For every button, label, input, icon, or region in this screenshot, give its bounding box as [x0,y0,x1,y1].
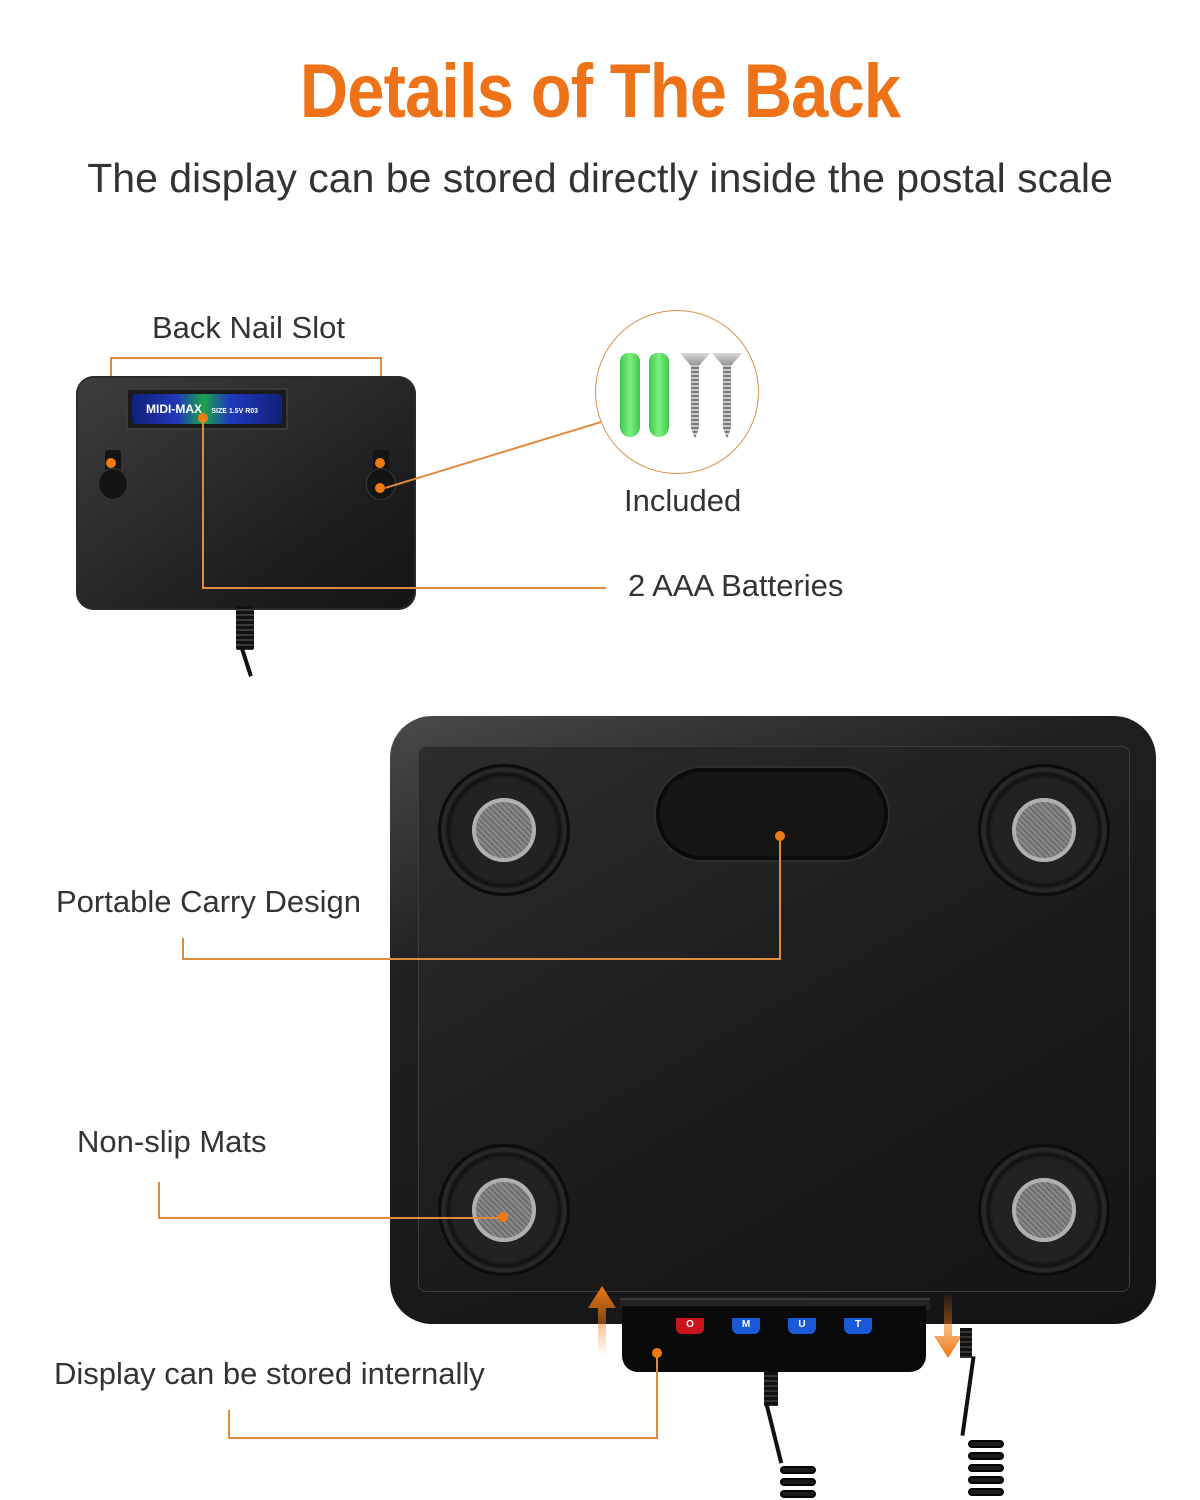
leader-line [182,938,184,960]
display-unit-back: MIDI-MAX SIZE 1.5V R03 [76,376,416,610]
power-button[interactable]: O [676,1318,704,1334]
cable-connector [764,1372,778,1406]
wall-anchor-icon [649,353,669,437]
battery-spec: SIZE 1.5V R03 [211,408,259,415]
leader-line [228,1410,230,1438]
arrow-up-icon [588,1286,616,1356]
cable-coil [780,1490,816,1498]
page-subtitle: The display can be stored directly insid… [87,155,1113,201]
leader-line [202,587,606,589]
callout-dot [375,483,385,493]
callout-dot [498,1212,508,1222]
battery-brand: MIDI-MAX [146,402,202,416]
leader-line [779,836,781,960]
nail-slot-left [96,450,130,512]
stored-display [622,1306,926,1372]
carry-handle [656,768,888,860]
coiled-cable [764,1404,784,1464]
arrow-down-icon [934,1292,962,1358]
cable-coil [780,1466,816,1474]
screw-icon [680,353,710,441]
included-label: Included [624,483,742,518]
non-slip-foot [438,764,570,896]
batteries-label: 2 AAA Batteries [628,568,844,603]
leader-line [228,1437,658,1439]
leader-line [385,420,604,489]
mode-button[interactable]: M [732,1318,760,1334]
non-slip-foot [978,1144,1110,1276]
wall-anchor-icon [620,353,640,437]
leader-line [656,1354,658,1438]
included-accessories [595,310,759,474]
battery-compartment: MIDI-MAX SIZE 1.5V R03 [126,388,288,430]
leader-line [182,958,780,960]
display-stored-label: Display can be stored internally [54,1356,485,1391]
back-nail-slot-label: Back Nail Slot [152,310,345,345]
callout-dot [652,1348,662,1358]
leader-line [110,357,382,359]
cable-coil [968,1464,1004,1472]
cable-coil [780,1478,816,1486]
cable-coil [968,1488,1004,1496]
cable-connector [236,606,254,650]
screw-icon [712,353,742,441]
leader-line [202,418,204,588]
cable-coil [968,1452,1004,1460]
tare-button[interactable]: T [844,1318,872,1334]
portable-carry-label: Portable Carry Design [56,884,361,919]
leader-line [158,1182,160,1218]
callout-dot [106,458,116,468]
cable-connector [960,1328,972,1358]
non-slip-foot [978,764,1110,896]
postal-scale-back [390,716,1156,1324]
callout-dot [375,458,385,468]
non-slip-foot [438,1144,570,1276]
cable-coil [968,1440,1004,1448]
page-title: Details of The Back [299,49,901,134]
leader-line [158,1217,502,1219]
non-slip-label: Non-slip Mats [77,1124,267,1159]
callout-dot [775,831,785,841]
unit-button[interactable]: U [788,1318,816,1334]
coiled-cable [960,1356,976,1436]
cable-coil [968,1476,1004,1484]
